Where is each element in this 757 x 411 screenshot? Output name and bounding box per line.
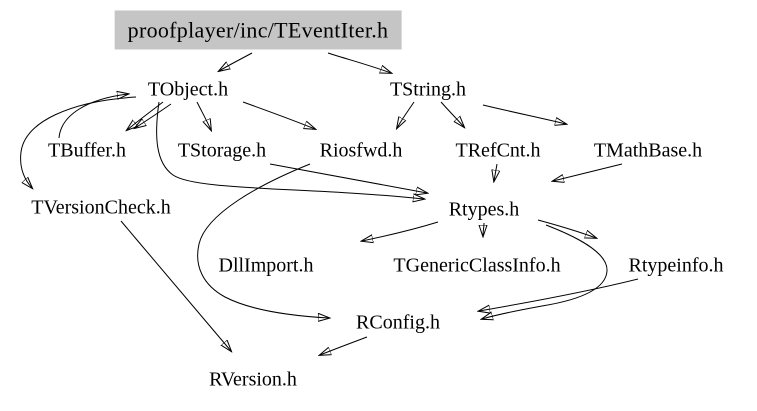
graph-node-DllImport[interactable]: DllImport.h <box>218 254 314 277</box>
edges-group <box>20 52 639 355</box>
graph-node-TObject[interactable]: TObject.h <box>147 78 229 101</box>
graph-node-RVersion[interactable]: RVersion.h <box>209 368 297 391</box>
edge-TRefCnt-Rtypes <box>494 163 497 181</box>
edge-TObject-TVersionCheck <box>20 96 137 188</box>
edge-Rtypeinfo-RConfig <box>479 278 639 311</box>
graph-node-TMathBase[interactable]: TMathBase.h <box>593 139 703 162</box>
edge-TStorage-Rtypes <box>269 163 427 193</box>
edge-TString-Riosfwd <box>397 101 415 128</box>
edge-TObject-TBuffer <box>127 101 164 130</box>
graph-root-node-TEventIter: proofplayer/inc/TEventIter.h <box>114 10 402 50</box>
graph-node-Rtypeinfo[interactable]: Rtypeinfo.h <box>628 254 724 277</box>
edge-TObject-Riosfwd <box>242 101 315 129</box>
edge-TString-TMathBase <box>482 104 566 124</box>
graph-node-TRefCnt[interactable]: TRefCnt.h <box>455 139 541 162</box>
edge-TVersionCheck-RVersion <box>120 220 231 351</box>
edge-RConfig-RVersion <box>320 336 368 355</box>
graph-node-TVersionCheck[interactable]: TVersionCheck.h <box>31 196 171 219</box>
edge-Riosfwd-RConfig <box>197 163 329 318</box>
edge-TObject-Rtypes <box>156 101 424 199</box>
graph-node-TBuffer[interactable]: TBuffer.h <box>48 139 126 162</box>
edge-TString-TRefCnt <box>440 101 464 127</box>
edge-TBuffer-TObject <box>58 94 128 139</box>
edge-Rtypes-Rtypeinfo <box>537 219 596 238</box>
graph-node-TGenericClassInfo[interactable]: TGenericClassInfo.h <box>393 254 561 277</box>
graph-node-Rtypes[interactable]: Rtypes.h <box>448 198 520 221</box>
graph-node-Riosfwd[interactable]: Riosfwd.h <box>319 139 403 162</box>
edge-TObject-TStorage <box>196 101 211 130</box>
edge-Rtypes-DllImport <box>362 221 439 241</box>
edge-TEventIter-TString <box>327 52 391 73</box>
graph-node-RConfig[interactable]: RConfig.h <box>356 311 440 334</box>
graph-node-TStorage[interactable]: TStorage.h <box>177 139 267 162</box>
edge-Rtypes-TGenericClassInfo <box>483 222 484 236</box>
edge-TEventIter-TObject <box>219 52 253 71</box>
edge-TObject-TBuffer <box>135 103 172 128</box>
edge-TMathBase-Rtypes <box>553 163 623 181</box>
graph-node-TString[interactable]: TString.h <box>389 78 467 101</box>
